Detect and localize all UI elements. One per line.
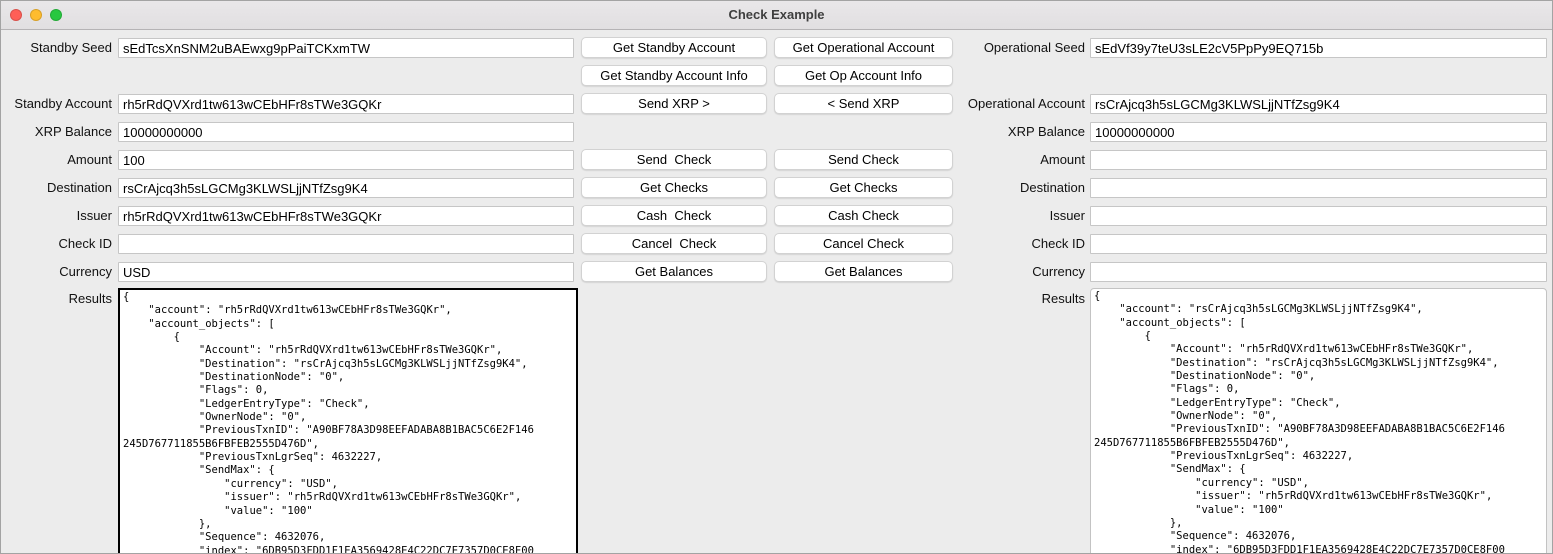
standby-get-balances-button[interactable]: Get Balances: [581, 261, 767, 282]
standby-results-textarea[interactable]: { "account": "rh5rRdQVXrd1tw613wCEbHFr8s…: [118, 288, 578, 553]
operational-issuer-label: Issuer: [1049, 208, 1085, 223]
standby-check-id-input[interactable]: [118, 234, 574, 254]
standby-send-check-button[interactable]: Send Check: [581, 149, 767, 170]
standby-get-checks-button[interactable]: Get Checks: [581, 177, 767, 198]
operational-amount-label: Amount: [1040, 152, 1085, 167]
get-standby-account-info-button[interactable]: Get Standby Account Info: [581, 65, 767, 86]
standby-destination-input[interactable]: [118, 178, 574, 198]
standby-account-input[interactable]: [118, 94, 574, 114]
operational-account-label: Operational Account: [967, 96, 1085, 111]
operational-cash-check-button[interactable]: Cash Check: [774, 205, 953, 226]
standby-results-label: Results: [68, 291, 112, 306]
operational-currency-input[interactable]: [1090, 262, 1547, 282]
minimize-icon[interactable]: [30, 9, 42, 21]
operational-check-id-input[interactable]: [1090, 234, 1547, 254]
operational-amount-input[interactable]: [1090, 150, 1547, 170]
standby-issuer-label: Issuer: [76, 208, 112, 223]
operational-issuer-input[interactable]: [1090, 206, 1547, 226]
close-icon[interactable]: [10, 9, 22, 21]
operational-send-check-button[interactable]: Send Check: [774, 149, 953, 170]
operational-check-id-label: Check ID: [1031, 236, 1085, 251]
operational-results-textarea[interactable]: { "account": "rsCrAjcq3h5sLGCMg3KLWSLjjN…: [1090, 288, 1547, 553]
zoom-icon[interactable]: [50, 9, 62, 21]
get-op-account-info-button[interactable]: Get Op Account Info: [774, 65, 953, 86]
standby-amount-input[interactable]: [118, 150, 574, 170]
standby-check-id-label: Check ID: [58, 236, 112, 251]
operational-xrp-balance-label: XRP Balance: [1007, 124, 1085, 139]
operational-account-input[interactable]: [1090, 94, 1547, 114]
standby-currency-input[interactable]: [118, 262, 574, 282]
standby-amount-label: Amount: [67, 152, 112, 167]
operational-destination-input[interactable]: [1090, 178, 1547, 198]
operational-destination-label: Destination: [1019, 180, 1085, 195]
standby-account-label: Standby Account: [14, 96, 112, 111]
operational-xrp-balance-input[interactable]: [1090, 122, 1547, 142]
operational-cancel-check-button[interactable]: Cancel Check: [774, 233, 953, 254]
get-standby-account-button[interactable]: Get Standby Account: [581, 37, 767, 58]
send-xrp-right-button[interactable]: Send XRP >: [581, 93, 767, 114]
standby-currency-label: Currency: [59, 264, 112, 279]
window-title: Check Example: [728, 7, 825, 22]
operational-get-checks-button[interactable]: Get Checks: [774, 177, 953, 198]
titlebar: Check Example: [1, 1, 1552, 30]
standby-seed-label: Standby Seed: [30, 40, 112, 55]
standby-xrp-balance-input[interactable]: [118, 122, 574, 142]
standby-seed-input[interactable]: [118, 38, 574, 58]
standby-issuer-input[interactable]: [118, 206, 574, 226]
standby-xrp-balance-label: XRP Balance: [34, 124, 112, 139]
get-operational-account-button[interactable]: Get Operational Account: [774, 37, 953, 58]
operational-seed-label: Operational Seed: [983, 40, 1085, 55]
operational-seed-input[interactable]: [1090, 38, 1547, 58]
standby-destination-label: Destination: [46, 180, 112, 195]
standby-cancel-check-button[interactable]: Cancel Check: [581, 233, 767, 254]
send-xrp-left-button[interactable]: < Send XRP: [774, 93, 953, 114]
standby-cash-check-button[interactable]: Cash Check: [581, 205, 767, 226]
operational-get-balances-button[interactable]: Get Balances: [774, 261, 953, 282]
operational-currency-label: Currency: [1032, 264, 1085, 279]
operational-results-label: Results: [1041, 291, 1085, 306]
